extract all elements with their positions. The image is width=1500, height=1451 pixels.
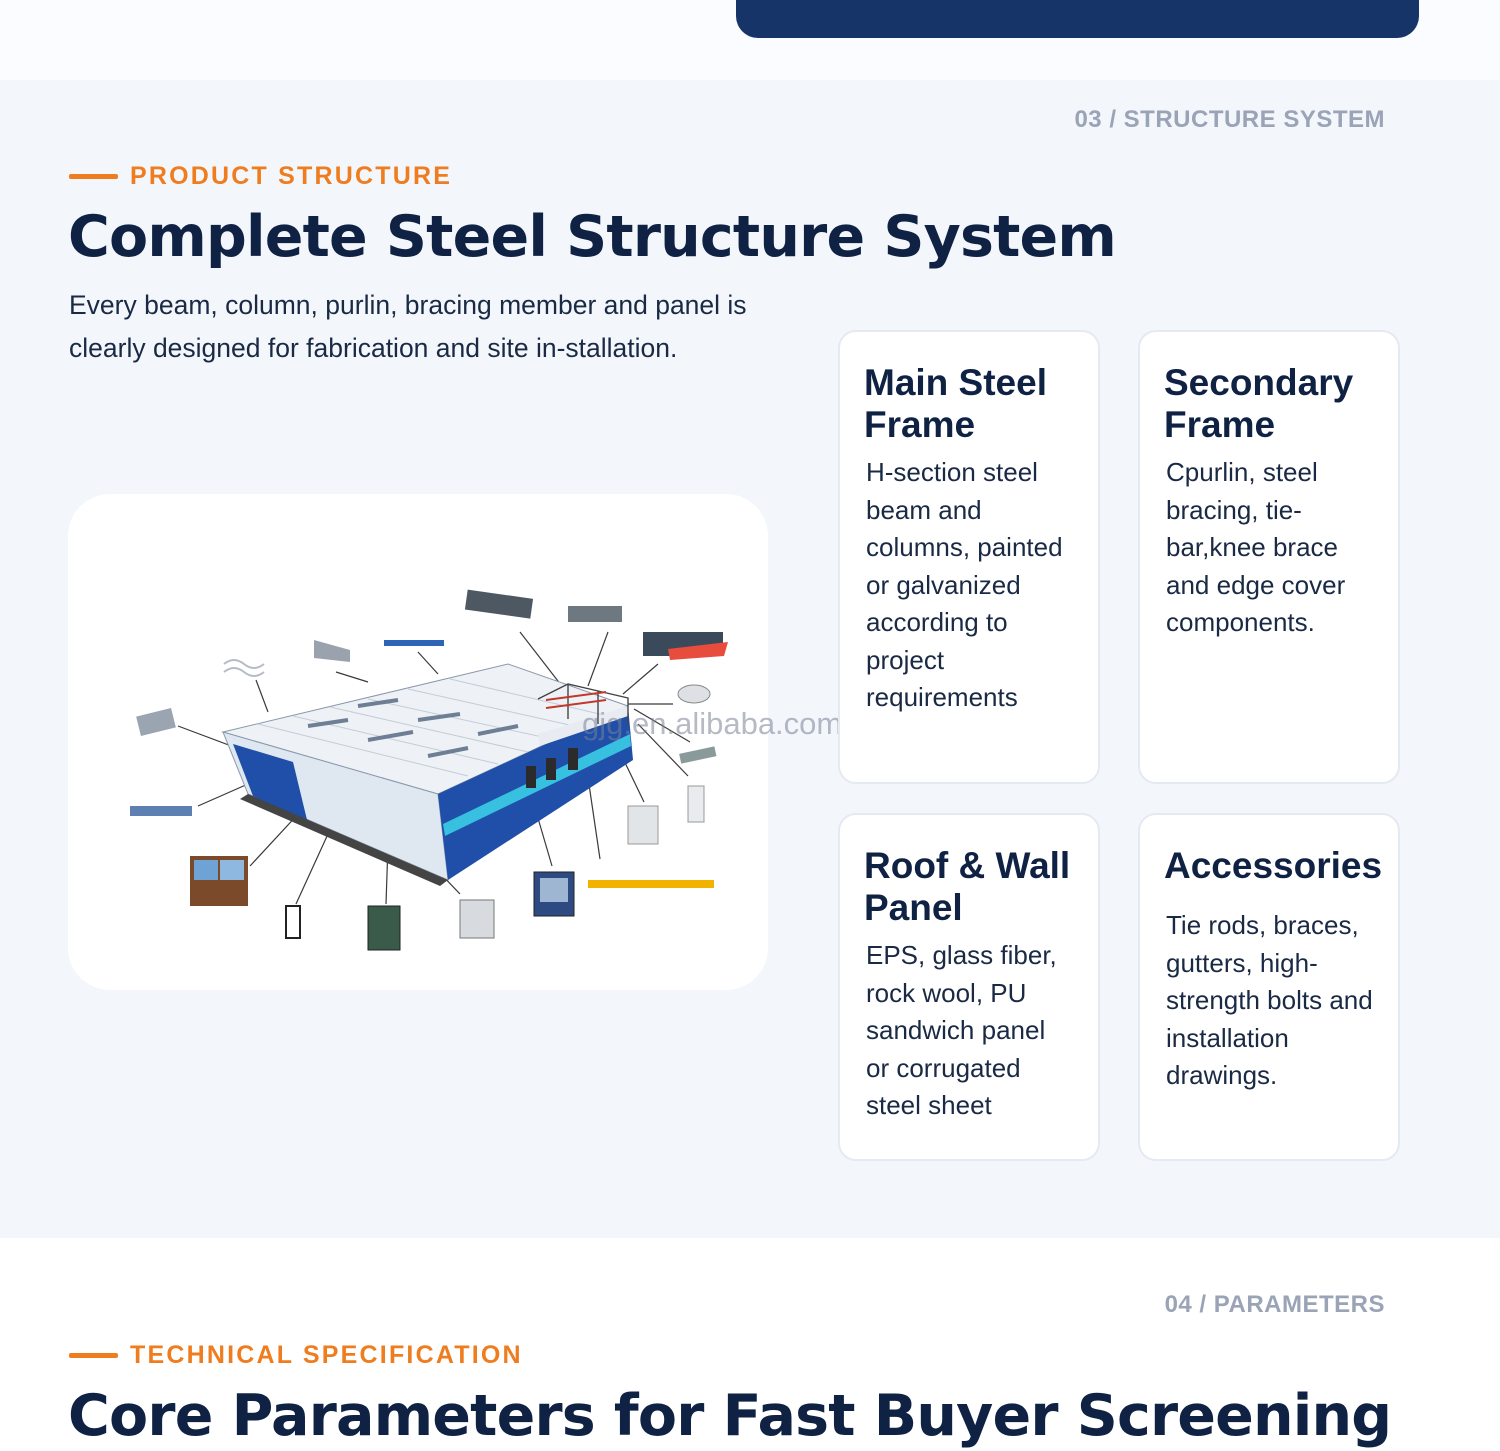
eyebrow-parameters: TECHNICAL SPECIFICATION	[69, 1341, 523, 1370]
card-text: Tie rods, braces, gutters, high-strength…	[1166, 910, 1373, 1090]
section-number-parameters: 04 / PARAMETERS	[1164, 1291, 1385, 1318]
card-text: H-section steel beam and columns, painte…	[866, 457, 1063, 712]
parameters-title: Core Parameters for Fast Buyer Screening	[68, 1383, 1392, 1449]
eyebrow: PRODUCT STRUCTURE	[69, 162, 452, 191]
card-text: EPS, glass fiber, rock wool, PU sandwich…	[866, 940, 1057, 1120]
top-cta-button[interactable]	[736, 0, 1419, 38]
card-text: Cpurlin, steel bracing, tie-bar,knee bra…	[1166, 457, 1346, 637]
card-roof-wall-panel: Roof & Wall Panel EPS, glass fiber, rock…	[838, 813, 1100, 1161]
structure-diagram-image	[68, 494, 768, 990]
card-title: Secondary Frame	[1164, 362, 1354, 445]
section-title: Complete Steel Structure System	[68, 204, 1117, 270]
card-secondary-frame: Secondary Frame Cpurlin, steel bracing, …	[1138, 330, 1400, 784]
card-main-steel-frame: Main Steel Frame H-section steel beam an…	[838, 330, 1100, 784]
card-title: Roof & Wall Panel	[864, 845, 1071, 928]
card-accessories: Accessories Tie rods, braces, gutters, h…	[1138, 813, 1400, 1161]
card-title: Main Steel Frame	[864, 362, 1047, 445]
section-number: 03 / STRUCTURE SYSTEM	[1074, 106, 1385, 133]
eyebrow-bar	[69, 1353, 118, 1358]
warehouse-illustration	[130, 589, 728, 951]
watermark-text: gjg.en.alibaba.com	[582, 706, 843, 741]
eyebrow-bar	[69, 174, 118, 179]
eyebrow-label: PRODUCT STRUCTURE	[130, 162, 453, 190]
section-description: Every beam, column, purlin, bracing memb…	[69, 290, 747, 363]
card-title: Accessories	[1164, 845, 1383, 886]
eyebrow-label: TECHNICAL SPECIFICATION	[130, 1341, 523, 1369]
